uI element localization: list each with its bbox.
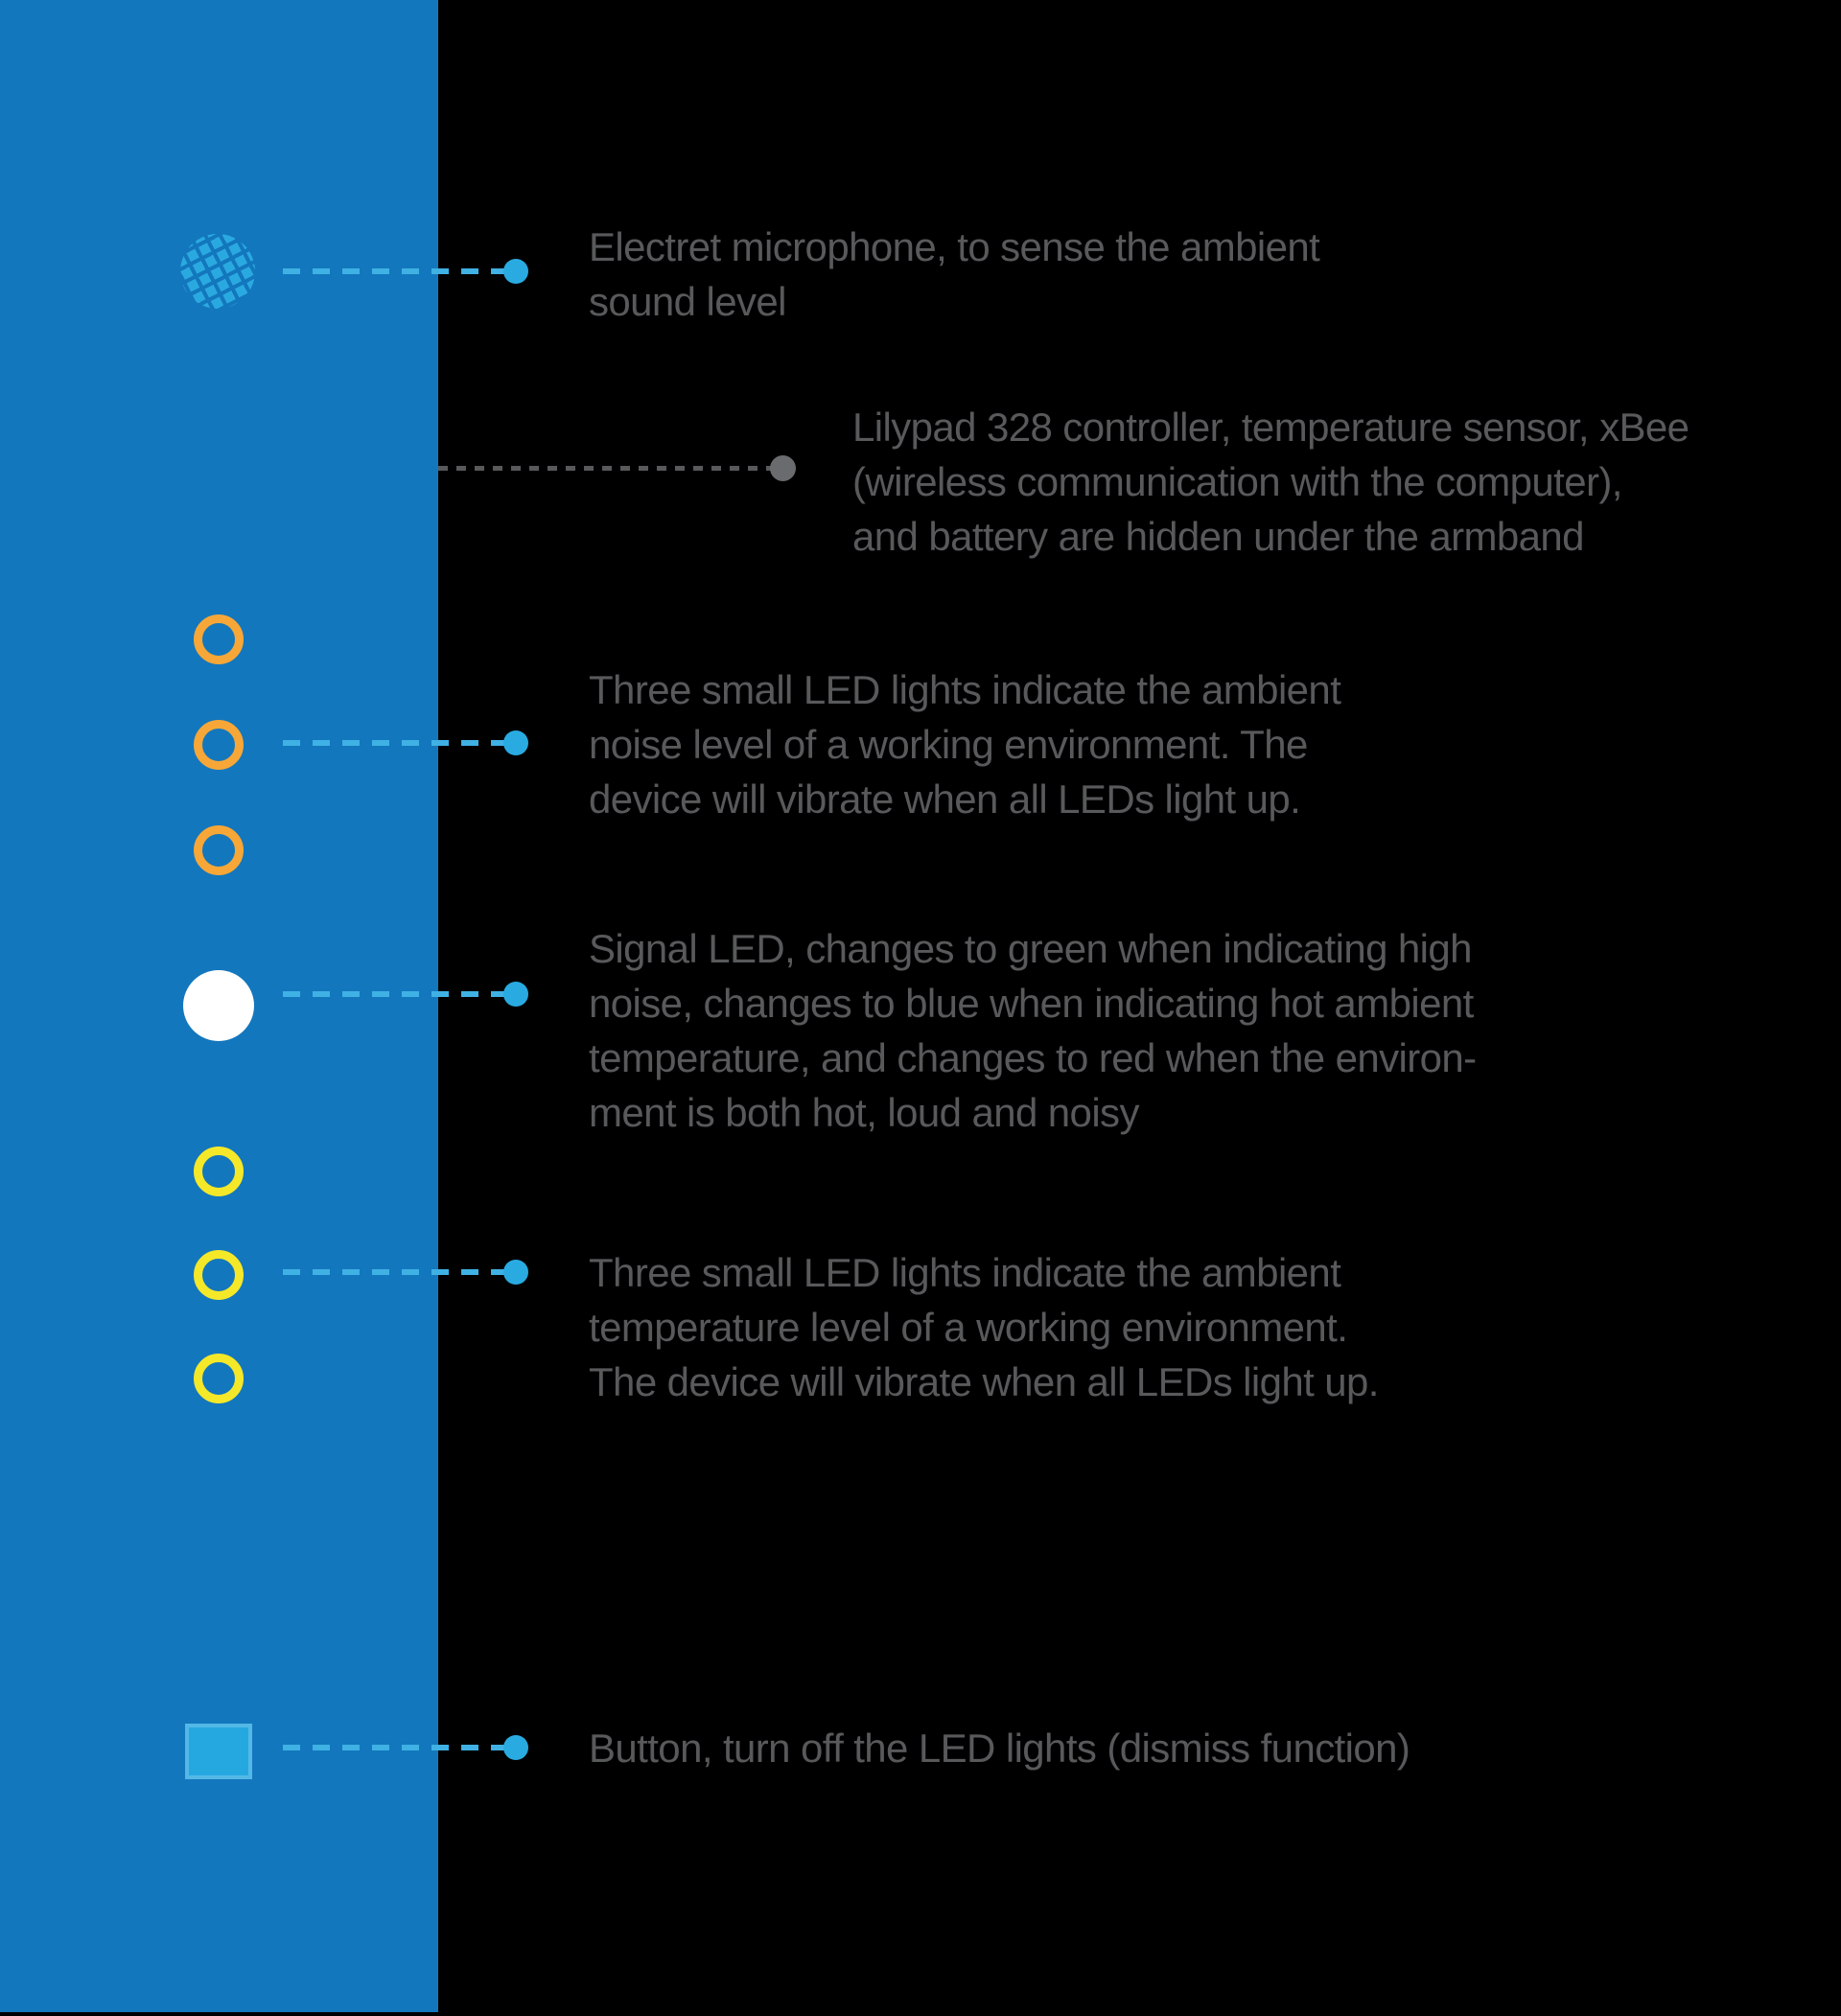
leader-line-temperature-leds: [283, 1269, 516, 1275]
callout-line: Lilypad 328 controller, temperature sens…: [852, 405, 1690, 450]
leader-dot-dismiss-button: [503, 1735, 528, 1760]
callout-line: Three small LED lights indicate the ambi…: [589, 667, 1341, 712]
callout-text-dismiss-button: Button, turn off the LED lights (dismiss…: [589, 1721, 1410, 1775]
noise-led-ring-2: [194, 720, 244, 770]
callout-line: Electret microphone, to sense the ambien…: [589, 224, 1320, 269]
noise-led-ring-1: [194, 614, 244, 664]
callout-line: sound level: [589, 279, 786, 324]
temperature-led-ring-2: [194, 1250, 244, 1300]
leader-dot-microphone: [503, 259, 528, 284]
leader-line-signal-led: [283, 991, 516, 997]
callout-line: device will vibrate when all LEDs light …: [589, 776, 1301, 822]
microphone-mesh-icon: [180, 234, 255, 309]
temperature-led-ring-3: [194, 1354, 244, 1403]
callout-line: Signal LED, changes to green when indica…: [589, 926, 1473, 971]
callout-line: (wireless communication with the compute…: [852, 459, 1622, 504]
leader-line-microphone: [283, 268, 516, 274]
callout-text-temperature-leds: Three small LED lights indicate the ambi…: [589, 1245, 1379, 1409]
leader-line-noise-leds: [283, 740, 516, 746]
callout-line: Three small LED lights indicate the ambi…: [589, 1250, 1341, 1295]
callout-line: temperature level of a working environme…: [589, 1305, 1348, 1350]
callout-line: The device will vibrate when all LEDs li…: [589, 1359, 1379, 1404]
signal-led-circle: [183, 970, 254, 1041]
callout-text-hidden-electronics: Lilypad 328 controller, temperature sens…: [852, 400, 1690, 564]
leader-line-dismiss-button: [283, 1745, 516, 1750]
leader-dot-signal-led: [503, 982, 528, 1007]
callout-line: Button, turn off the LED lights (dismiss…: [589, 1726, 1410, 1771]
callout-line: and battery are hidden under the armband: [852, 514, 1584, 559]
callout-line: ment is both hot, loud and noisy: [589, 1090, 1139, 1135]
leader-dot-temperature-leds: [503, 1260, 528, 1285]
leader-dot-noise-leds: [503, 730, 528, 755]
temperature-led-ring-1: [194, 1147, 244, 1196]
callout-line: noise, changes to blue when indicating h…: [589, 981, 1474, 1026]
callout-line: noise level of a working environment. Th…: [589, 722, 1308, 767]
callout-text-microphone: Electret microphone, to sense the ambien…: [589, 220, 1320, 329]
callout-line: temperature, and changes to red when the…: [589, 1035, 1477, 1080]
callout-text-noise-leds: Three small LED lights indicate the ambi…: [589, 662, 1341, 826]
dismiss-button-square: [185, 1724, 252, 1779]
noise-led-ring-3: [194, 825, 244, 875]
leader-dot-hidden-electronics: [770, 455, 796, 481]
leader-line-hidden-electronics: [438, 466, 783, 471]
callout-text-signal-led: Signal LED, changes to green when indica…: [589, 921, 1477, 1140]
